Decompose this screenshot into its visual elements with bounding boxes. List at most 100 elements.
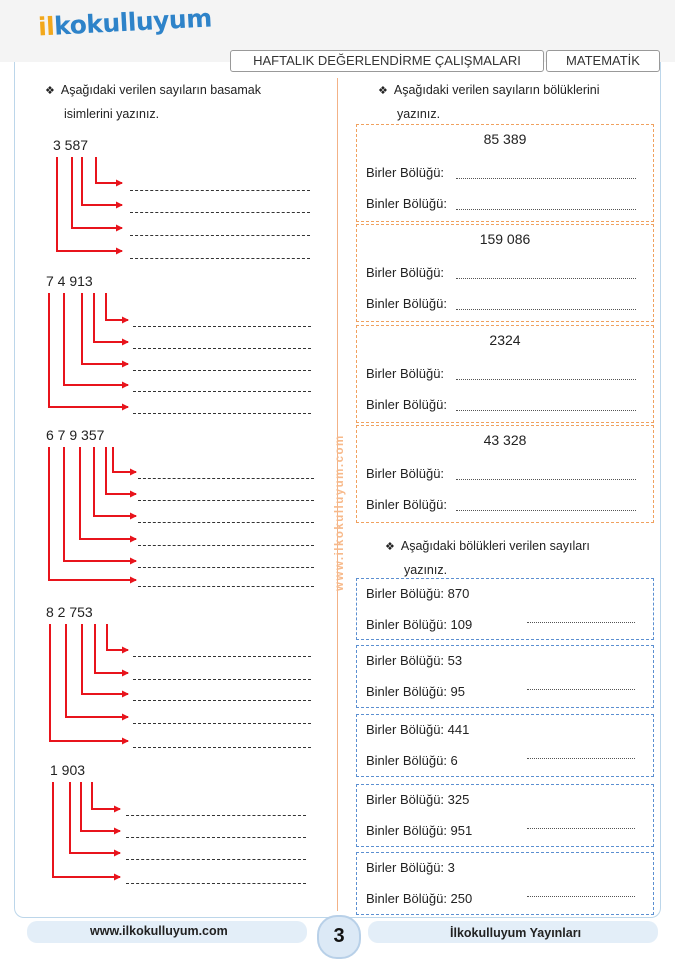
arrow [81, 624, 129, 698]
compose-box-5: Birler Bölüğü: 3 Binler Bölüğü: 250 [356, 852, 654, 915]
arrow [52, 782, 121, 881]
answer-line[interactable] [130, 235, 310, 236]
answer-line[interactable] [133, 656, 311, 657]
answer-line[interactable] [133, 370, 311, 371]
arrow [56, 157, 123, 255]
arrow [105, 293, 129, 324]
compose-box-1: Birler Bölüğü: 870 Binler Bölüğü: 109 [356, 578, 654, 640]
footer-website[interactable]: www.ilkokulluyum.com [90, 924, 228, 938]
instruction-line-2: yazınız. [397, 107, 441, 121]
answer-line[interactable] [133, 413, 311, 414]
answer-line[interactable] [130, 212, 310, 213]
ones-value: Birler Bölüğü: 325 [366, 792, 470, 807]
thousands-answer[interactable] [456, 209, 636, 210]
answer-line[interactable] [126, 859, 306, 860]
instruction-line-1: ❖Aşağıdaki verilen sayıların bölüklerini [378, 83, 600, 97]
ones-label: Birler Bölüğü: [366, 165, 445, 180]
number-answer[interactable] [527, 758, 635, 759]
ones-label: Birler Bölüğü: [366, 466, 445, 481]
answer-line[interactable] [126, 837, 306, 838]
answer-line[interactable] [133, 723, 311, 724]
answer-line[interactable] [133, 700, 311, 701]
thousands-value: Binler Bölüğü: 95 [366, 684, 466, 699]
thousands-label: Binler Bölüğü: [366, 196, 447, 211]
answer-line[interactable] [130, 190, 310, 191]
arrow [112, 447, 137, 476]
instruction-line-2: isimlerini yazınız. [64, 107, 160, 121]
compose-box-3: Birler Bölüğü: 441 Binler Bölüğü: 6 [356, 714, 654, 777]
answer-line[interactable] [133, 326, 311, 327]
ones-label: Birler Bölüğü: [366, 265, 445, 280]
answer-line[interactable] [126, 883, 306, 884]
thousands-answer[interactable] [456, 510, 636, 511]
arrow [95, 157, 123, 187]
number-answer[interactable] [527, 896, 635, 897]
instruction-line-1: ❖Aşağıdaki verilen sayıların basamak [45, 83, 261, 97]
thousands-value: Binler Bölüğü: 6 [366, 753, 458, 768]
ones-answer[interactable] [456, 379, 636, 380]
compose-box-4: Birler Bölüğü: 325 Binler Bölüğü: 951 [356, 784, 654, 847]
answer-line[interactable] [130, 258, 310, 259]
place-value-number-1: 3 587 [53, 137, 89, 153]
thousands-label: Binler Bölüğü: [366, 296, 447, 311]
arrow [91, 782, 121, 813]
thousands-answer[interactable] [456, 309, 636, 310]
arrow [48, 293, 129, 411]
number-answer[interactable] [527, 622, 635, 623]
answer-line[interactable] [138, 586, 314, 587]
division-box-3: 2324 Birler Bölüğü: Binler Bölüğü: [356, 325, 654, 423]
thousands-value: Binler Bölüğü: 951 [366, 823, 473, 838]
arrow [106, 624, 129, 654]
arrow [79, 447, 137, 543]
arrow [65, 624, 129, 721]
ones-answer[interactable] [456, 178, 636, 179]
arrow [48, 447, 137, 584]
arrow [71, 157, 123, 232]
answer-line[interactable] [133, 679, 311, 680]
answer-line[interactable] [126, 815, 306, 816]
instruction-line-2: yazınız. [404, 563, 448, 577]
footer-publisher: İlkokulluyum Yayınları [450, 926, 582, 940]
instruction-line-1: ❖Aşağıdaki bölükleri verilen sayıları [385, 539, 590, 553]
arrow [63, 293, 129, 389]
thousands-value: Binler Bölüğü: 250 [366, 891, 473, 906]
ones-value: Birler Bölüğü: 870 [366, 586, 470, 601]
box-number: 43 328 [483, 432, 527, 448]
answer-line[interactable] [138, 478, 314, 479]
arrow [63, 447, 137, 565]
ones-answer[interactable] [456, 278, 636, 279]
division-box-4: 43 328 Birler Bölüğü: Binler Bölüğü: [356, 425, 654, 523]
place-value-number-4: 8 2 753 [46, 604, 93, 620]
column-divider [337, 78, 338, 911]
ones-answer[interactable] [456, 479, 636, 480]
ones-value: Birler Bölüğü: 3 [366, 860, 455, 875]
subject-label: MATEMATİK [546, 50, 660, 72]
answer-line[interactable] [138, 522, 314, 523]
thousands-answer[interactable] [456, 410, 636, 411]
arrow [94, 624, 129, 677]
division-box-2: 159 086 Birler Bölüğü: Binler Bölüğü: [356, 224, 654, 322]
right-instruction-1: ❖Aşağıdaki verilen sayıların bölüklerini… [378, 79, 600, 126]
box-number: 85 389 [483, 131, 527, 147]
box-number: 159 086 [479, 231, 531, 247]
number-answer[interactable] [527, 689, 635, 690]
answer-line[interactable] [133, 391, 311, 392]
footer-right-bar [368, 921, 658, 943]
arrow [49, 624, 129, 745]
diamond-bullet-icon: ❖ [45, 85, 55, 97]
place-value-number-2: 7 4 913 [46, 273, 93, 289]
thousands-label: Binler Bölüğü: [366, 397, 447, 412]
arrow [81, 157, 123, 209]
left-instruction: ❖Aşağıdaki verilen sayıların basamak isi… [45, 79, 261, 126]
place-value-number-5: 1 903 [50, 762, 86, 778]
answer-line[interactable] [138, 545, 314, 546]
answer-line[interactable] [138, 567, 314, 568]
footer-left-bar [27, 921, 307, 943]
answer-line[interactable] [133, 348, 311, 349]
arrow [93, 293, 129, 346]
answer-line[interactable] [133, 747, 311, 748]
box-number: 2324 [489, 332, 521, 348]
number-answer[interactable] [527, 828, 635, 829]
answer-line[interactable] [138, 500, 314, 501]
